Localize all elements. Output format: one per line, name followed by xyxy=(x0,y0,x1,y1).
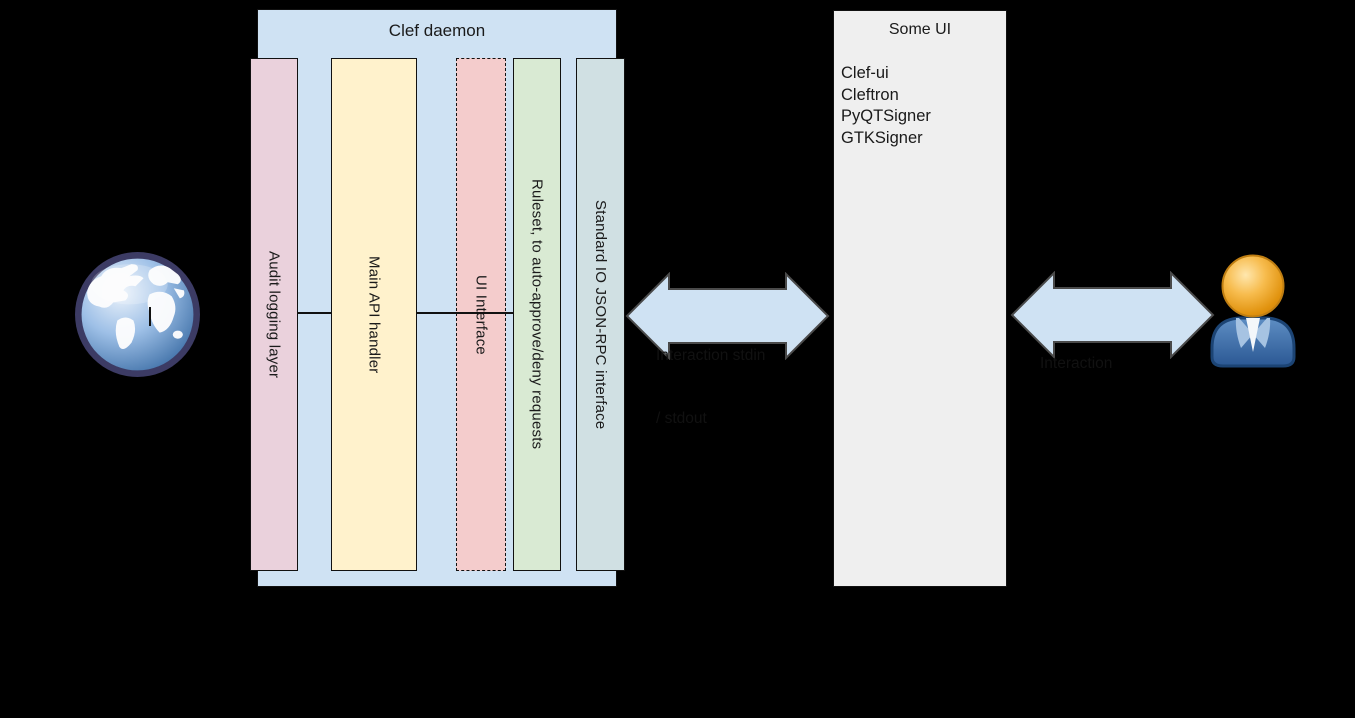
bar-ruleset: Ruleset, to auto-approve/deny requests xyxy=(513,58,561,571)
arrow-user-label: Interaction xyxy=(1040,311,1112,416)
user-icon xyxy=(1210,254,1296,368)
bar-stdio-label: Standard IO JSON-RPC interface xyxy=(592,199,609,430)
arrow-interaction-stdio xyxy=(625,272,830,360)
connector-line-left xyxy=(298,312,331,314)
clef-daemon-box xyxy=(257,9,617,587)
globe-icon xyxy=(75,252,200,377)
bar-ui-interface: UI Interface xyxy=(456,58,506,571)
bar-stdio-json-rpc: Standard IO JSON-RPC interface xyxy=(576,58,625,571)
bar-audit-label: Audit logging layer xyxy=(265,250,283,379)
arrow-stdio-label-line2: / stdout xyxy=(656,410,707,427)
bar-main-api-handler: Main API handler xyxy=(331,58,417,571)
some-ui-list-item: Clef-ui xyxy=(841,64,889,82)
clef-daemon-title: Clef daemon xyxy=(388,21,486,40)
bar-audit-logging-layer: Audit logging layer xyxy=(250,58,298,571)
arrow-stdio-label-line1: Interaction stdin xyxy=(656,347,766,364)
some-ui-box xyxy=(833,10,1007,587)
some-ui-list-item: Cleftron xyxy=(841,85,899,104)
some-ui-list-item: GTKSigner xyxy=(841,128,923,147)
arrow-user-label-line1: Interaction xyxy=(1040,355,1113,372)
arrow-interaction-user xyxy=(1010,271,1215,359)
bar-api-label: Main API handler xyxy=(365,255,383,374)
cursor-artifact xyxy=(149,307,151,326)
connector-line-right xyxy=(417,312,513,314)
bar-ui-label: UI Interface xyxy=(472,274,490,355)
some-ui-title: Some UI xyxy=(888,21,952,38)
some-ui-list-item: PyQTSigner xyxy=(841,107,931,125)
arrow-stdio-label: Interaction stdin / stdout xyxy=(656,303,765,471)
bar-ruleset-label: Ruleset, to auto-approve/deny requests xyxy=(528,179,546,450)
